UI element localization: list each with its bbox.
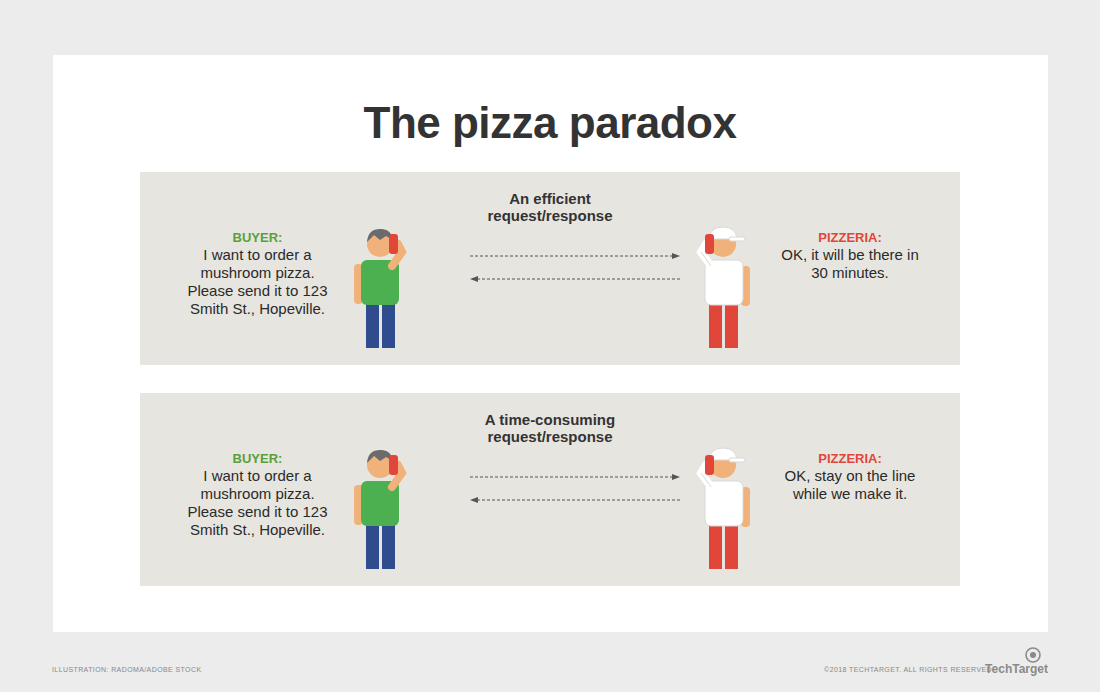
buyer-figure	[340, 443, 420, 573]
speech-text: OK, it will be there in 30 minutes.	[780, 246, 920, 282]
speech-column: PIZZERIA:OK, it will be there in 30 minu…	[780, 230, 920, 282]
figure-holder	[685, 222, 765, 356]
brand-logo: TechTarget	[985, 662, 1048, 676]
speaker-label: PIZZERIA:	[780, 451, 920, 467]
speech-text: I want to order a mushroom pizza. Please…	[185, 246, 330, 318]
buyer-group: BUYER:I want to order a mushroom pizza. …	[185, 443, 465, 573]
panel-band: An efficient request/response BUYER:I wa…	[140, 172, 960, 365]
pizzeria-figure	[685, 222, 765, 352]
pizzeria-group: PIZZERIA:OK, it will be there in 30 minu…	[685, 222, 925, 352]
panel-heading: An efficient request/response	[470, 190, 630, 224]
dashed-arrow	[470, 256, 680, 257]
credit-note: ILLUSTRATION: RADOMA/ADOBE STOCK	[52, 666, 201, 673]
speaker-label: BUYER:	[185, 230, 330, 246]
speech-column: BUYER:I want to order a mushroom pizza. …	[185, 230, 330, 318]
panel-band: A time-consuming request/response BUYER:…	[140, 393, 960, 586]
dashed-arrow	[470, 500, 680, 501]
figure-holder	[340, 222, 420, 356]
logo-icon	[1022, 646, 1044, 664]
speaker-label: BUYER:	[185, 451, 330, 467]
dashed-arrow	[470, 279, 680, 280]
speech-text: OK, stay on the line while we make it.	[780, 467, 920, 503]
pizzeria-figure	[685, 443, 765, 573]
pizzeria-group: PIZZERIA:OK, stay on the line while we m…	[685, 443, 925, 573]
diagram-title: The pizza paradox	[0, 98, 1100, 148]
speech-column: BUYER:I want to order a mushroom pizza. …	[185, 451, 330, 539]
credit-note: ©2018 TECHTARGET. ALL RIGHTS RESERVED	[824, 666, 992, 673]
figure-holder	[340, 443, 420, 577]
panel-heading: A time-consuming request/response	[470, 411, 630, 445]
speaker-label: PIZZERIA:	[780, 230, 920, 246]
buyer-group: BUYER:I want to order a mushroom pizza. …	[185, 222, 465, 352]
speech-text: I want to order a mushroom pizza. Please…	[185, 467, 330, 539]
speech-column: PIZZERIA:OK, stay on the line while we m…	[780, 451, 920, 503]
buyer-figure	[340, 222, 420, 352]
figure-holder	[685, 443, 765, 577]
dashed-arrow	[470, 477, 680, 478]
